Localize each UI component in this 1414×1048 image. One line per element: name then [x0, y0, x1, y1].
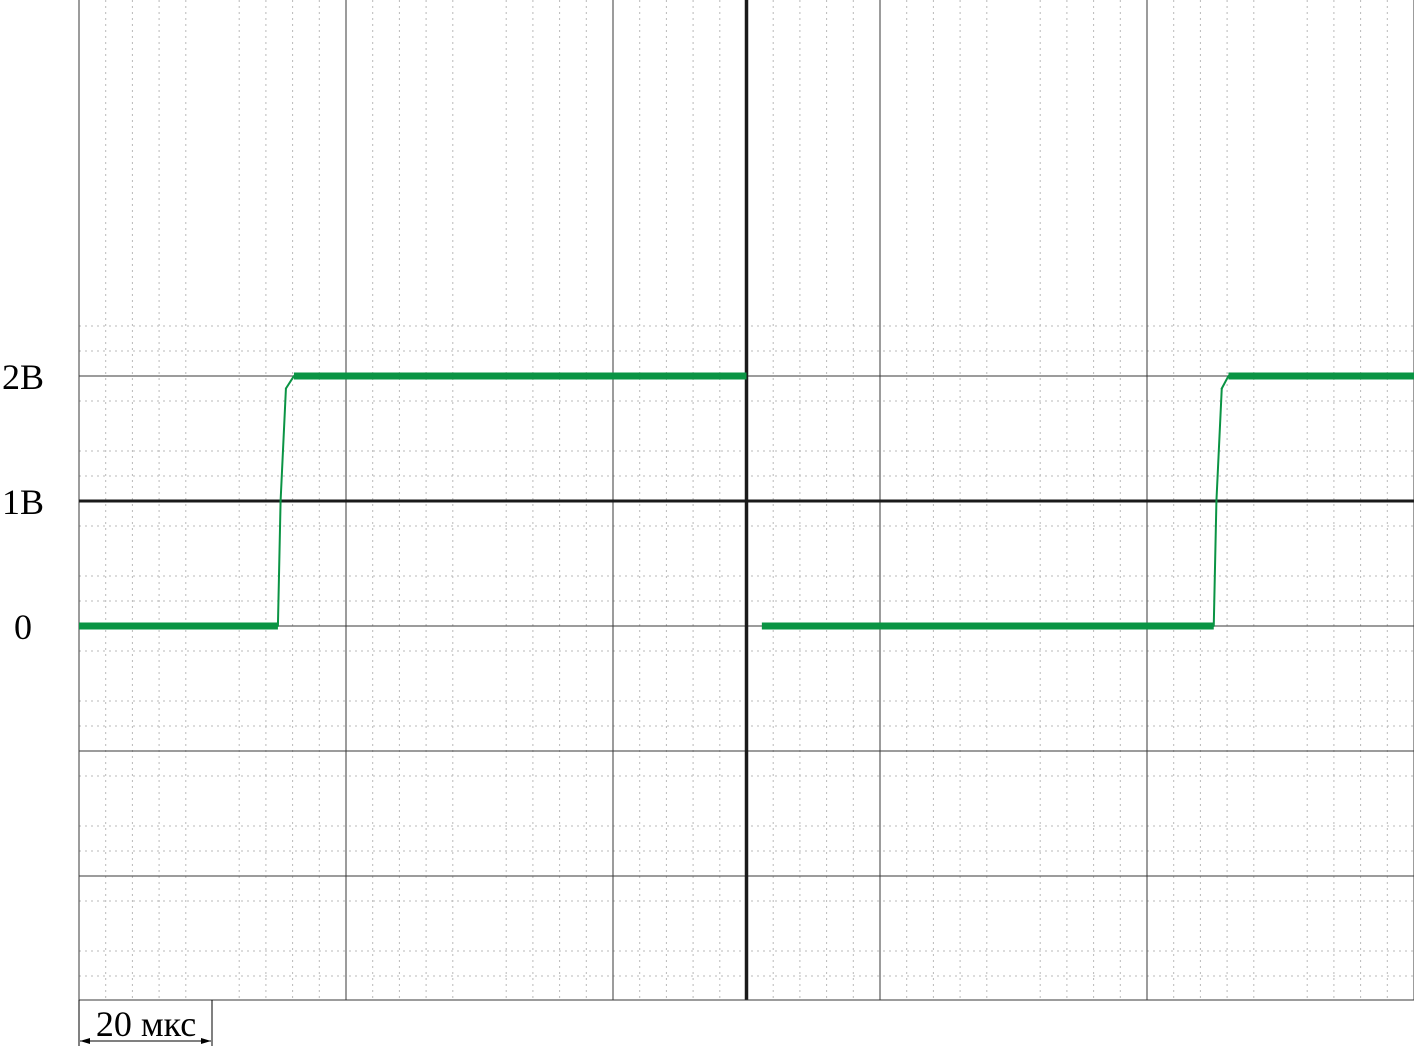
scale-marker-label: 20 мкс: [96, 1004, 196, 1044]
y-tick-label: 1В: [2, 482, 44, 522]
scale-marker-right-arrow: [201, 1038, 211, 1044]
trace-edge: [1215, 387, 1223, 502]
y-tick-labels: 2В 1В 0: [2, 357, 44, 647]
scale-marker-left-arrow: [80, 1038, 90, 1044]
trace-edge: [1220, 375, 1230, 390]
y-tick-label: 0: [14, 607, 32, 647]
time-scale-marker: 20 мкс: [78, 1000, 213, 1046]
trace-edge: [276, 500, 282, 627]
signal-trace: [79, 372, 1414, 630]
trace-edge: [284, 375, 295, 390]
y-tick-label: 2В: [2, 357, 44, 397]
trace-edge: [279, 387, 287, 502]
trace-edge: [1212, 500, 1218, 627]
axes: [79, 0, 1414, 1001]
